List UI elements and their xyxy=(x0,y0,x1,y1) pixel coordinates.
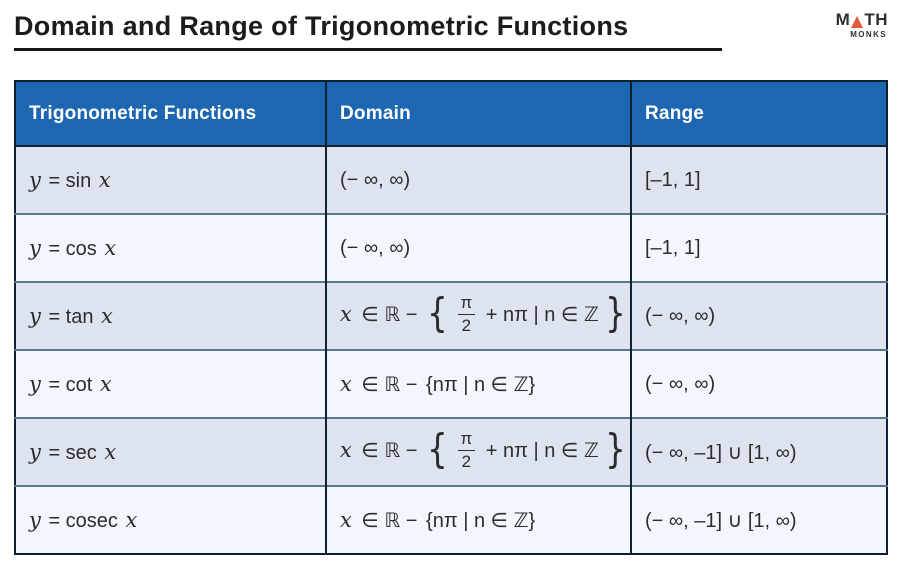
function-x: x xyxy=(99,371,112,396)
function-cell: y = cos x xyxy=(15,213,326,282)
math-monks-logo: M TH MONKS xyxy=(832,11,888,39)
function-op: = tan xyxy=(48,305,94,328)
function-x: x xyxy=(101,303,113,328)
function-x: x xyxy=(104,439,117,464)
orange-triangle-icon xyxy=(851,15,864,28)
domain-cell: (− ∞, ∞) xyxy=(325,146,631,214)
table-row-cosec: y = cosec x x ∈ ℝ − {nπ | n ∈ ℤ} (− ∞, –… xyxy=(15,485,887,554)
function-y: y xyxy=(29,371,41,396)
right-brace: } xyxy=(605,290,627,336)
function-op: = cosec xyxy=(48,509,118,532)
header-row: Trigonometric Functions Domain Range xyxy=(15,81,887,147)
function-cell: y = sin x xyxy=(15,146,326,214)
range-cell: [–1, 1] xyxy=(630,146,887,214)
function-y: y xyxy=(29,167,41,192)
right-brace: } xyxy=(605,426,627,472)
domain-cell: (− ∞, ∞) xyxy=(325,213,631,282)
domain-interval: (− ∞, ∞) xyxy=(340,236,411,259)
domain-var: x xyxy=(340,507,352,532)
function-y: y xyxy=(29,439,41,464)
domain-set: {nπ | n ∈ ℤ} xyxy=(426,509,536,532)
range-value: (− ∞, ∞) xyxy=(645,304,716,327)
fraction-denominator: 2 xyxy=(461,451,472,471)
left-brace: { xyxy=(427,290,448,336)
table-row-tan: y = tan x x ∈ ℝ − { π 2 + nπ | n ∈ ℤ } xyxy=(15,281,887,350)
range-value: [–1, 1] xyxy=(645,236,701,259)
function-op: = sin xyxy=(48,169,92,192)
domain-cell: x ∈ ℝ − {nπ | n ∈ ℤ} xyxy=(325,485,631,554)
page-title: Domain and Range of Trigonometric Functi… xyxy=(14,11,629,41)
range-cell: (− ∞, –1] ∪ [1, ∞) xyxy=(630,417,887,486)
domain-relation: ∈ ℝ − xyxy=(361,373,418,396)
logo-letters-th: TH xyxy=(864,10,888,29)
domain-relation: ∈ ℝ − xyxy=(361,440,418,463)
function-y: y xyxy=(29,507,41,532)
table-row-cot: y = cot x x ∈ ℝ − {nπ | n ∈ ℤ} (− ∞, ∞) xyxy=(15,349,887,418)
fraction-denominator: 2 xyxy=(461,315,472,335)
domain-var: x xyxy=(340,438,352,463)
range-cell: (− ∞, ∞) xyxy=(630,281,887,350)
function-op: = sec xyxy=(48,441,97,464)
domain-cell: x ∈ ℝ − { π 2 + nπ | n ∈ ℤ } xyxy=(325,417,631,486)
domain-cell: x ∈ ℝ − { π 2 + nπ | n ∈ ℤ } xyxy=(325,281,631,350)
domain-interval: (− ∞, ∞) xyxy=(340,168,411,191)
title-underline xyxy=(14,48,722,51)
range-value: (− ∞, –1] ∪ [1, ∞) xyxy=(645,509,797,532)
range-value: (− ∞, –1] ∪ [1, ∞) xyxy=(645,441,797,464)
domain-set-tail: + nπ | n ∈ ℤ xyxy=(485,304,599,327)
trig-table: Trigonometric Functions Domain Range y =… xyxy=(14,80,888,555)
domain-var: x xyxy=(340,302,352,327)
domain-relation: ∈ ℝ − xyxy=(361,509,418,532)
range-cell: (− ∞, ∞) xyxy=(630,349,887,418)
range-value: [–1, 1] xyxy=(645,168,701,191)
function-cell: y = cosec x xyxy=(15,485,326,554)
function-x: x xyxy=(125,507,138,532)
range-value: (− ∞, ∞) xyxy=(645,372,716,395)
domain-var: x xyxy=(340,371,352,396)
function-x: x xyxy=(104,235,117,260)
left-brace: { xyxy=(427,426,448,472)
logo-wordmark: M TH xyxy=(832,11,888,28)
table-row-sin: y = sin x (− ∞, ∞) [–1, 1] xyxy=(15,146,887,214)
domain-set-tail: + nπ | n ∈ ℤ xyxy=(485,440,599,463)
function-op: = cot xyxy=(48,373,93,396)
function-x: x xyxy=(98,167,111,192)
header-trig-functions: Trigonometric Functions xyxy=(15,81,326,147)
header-range: Range xyxy=(630,81,887,147)
pi-over-2-fraction: π 2 xyxy=(457,429,476,471)
function-op: = cos xyxy=(48,237,97,260)
logo-letter-m: M xyxy=(835,10,851,29)
pi-over-2-fraction: π 2 xyxy=(457,293,476,335)
function-cell: y = sec x xyxy=(15,417,326,486)
table-row-cos: y = cos x (− ∞, ∞) [–1, 1] xyxy=(15,213,887,282)
logo-subtext: MONKS xyxy=(850,30,887,39)
function-cell: y = tan x xyxy=(15,281,326,350)
domain-set: {nπ | n ∈ ℤ} xyxy=(426,373,536,396)
function-y: y xyxy=(29,303,41,328)
header-domain: Domain xyxy=(325,81,631,147)
function-y: y xyxy=(29,235,41,260)
fraction-numerator: π xyxy=(457,429,476,451)
range-cell: [–1, 1] xyxy=(630,213,887,282)
table-row-sec: y = sec x x ∈ ℝ − { π 2 + nπ | n ∈ ℤ } xyxy=(15,417,887,486)
domain-cell: x ∈ ℝ − {nπ | n ∈ ℤ} xyxy=(325,349,631,418)
function-cell: y = cot x xyxy=(15,349,326,418)
domain-relation: ∈ ℝ − xyxy=(361,304,418,327)
fraction-numerator: π xyxy=(457,293,476,315)
range-cell: (− ∞, –1] ∪ [1, ∞) xyxy=(630,485,887,554)
